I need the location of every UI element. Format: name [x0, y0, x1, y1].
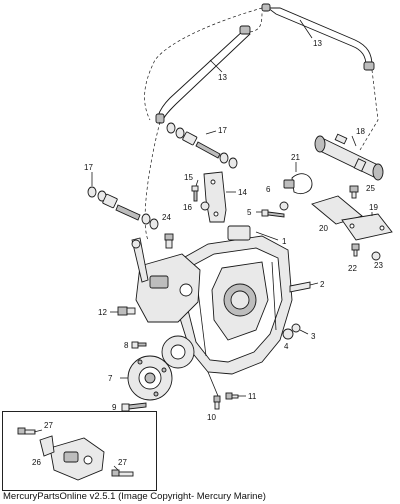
- plug-3: [291, 323, 301, 333]
- drain-plug-10: [213, 395, 221, 410]
- callout-26: 26: [32, 458, 41, 467]
- bolt-5: [261, 209, 285, 218]
- valve-body: [135, 253, 201, 323]
- callout-2: 2: [320, 280, 325, 289]
- screw-22: [351, 243, 360, 257]
- callout-10: 10: [207, 413, 216, 422]
- callout-8: 8: [124, 341, 129, 350]
- callout-13-lower: 13: [218, 73, 227, 82]
- pump-cover: [127, 355, 173, 401]
- callout-6: 6: [266, 185, 271, 194]
- callout-3: 3: [311, 332, 316, 341]
- copyright-footer: MercuryPartsOnline v2.5.1 (Image Copyrig…: [3, 491, 266, 502]
- washer-6: [279, 201, 289, 211]
- callout-12: 12: [98, 308, 107, 317]
- callout-4: 4: [284, 342, 289, 351]
- callout-9: 9: [112, 403, 117, 412]
- cooler-plate: [341, 213, 393, 241]
- pulley-flange: [161, 335, 195, 369]
- screw-25: [349, 185, 359, 199]
- callout-19: 19: [369, 203, 378, 212]
- callout-17-left: 17: [84, 163, 93, 172]
- callout-27-lower: 27: [118, 458, 127, 467]
- plug-4: [282, 328, 294, 340]
- bolt-washer-stack-left: [87, 186, 159, 230]
- hose-clamp: [283, 173, 313, 195]
- callout-7: 7: [108, 374, 113, 383]
- callout-23: 23: [374, 261, 383, 270]
- cooling-hose-lower: [155, 25, 251, 124]
- bolt-washer-stack-upper: [166, 122, 238, 169]
- inset-fitting-lower: [111, 469, 134, 477]
- oil-cooler: [314, 133, 384, 181]
- nut-23: [371, 251, 381, 261]
- inset-solenoid-valve: [39, 435, 105, 481]
- nut-16: [200, 201, 210, 211]
- cooler-bracket: [311, 195, 363, 225]
- callout-27-upper: 27: [44, 421, 53, 430]
- bolt-15: [191, 185, 199, 202]
- transmission-housing: [175, 225, 293, 375]
- pin-2: [289, 281, 311, 293]
- inset-fitting-upper: [17, 427, 36, 435]
- callout-15: 15: [184, 173, 193, 182]
- callout-17-upper: 17: [218, 126, 227, 135]
- callout-14: 14: [238, 188, 247, 197]
- cooling-hose-upper: [261, 3, 375, 71]
- callout-25: 25: [366, 184, 375, 193]
- callout-1: 1: [282, 237, 287, 246]
- callout-20: 20: [319, 224, 328, 233]
- callout-21: 21: [291, 153, 300, 162]
- mounting-bracket: [203, 171, 227, 223]
- callout-24: 24: [162, 213, 171, 222]
- callout-11: 11: [248, 392, 257, 401]
- callout-13-upper: 13: [313, 39, 322, 48]
- callout-16: 16: [183, 203, 192, 212]
- screw-11: [225, 392, 239, 400]
- bolt-8: [131, 341, 147, 349]
- shift-lever: [131, 237, 149, 283]
- fitting-24: [164, 233, 174, 249]
- inset-detail-frame: [2, 411, 157, 491]
- callout-18: 18: [356, 127, 365, 136]
- fitting-12: [117, 306, 136, 316]
- bolt-9: [121, 402, 147, 412]
- callout-22: 22: [348, 264, 357, 273]
- callout-5: 5: [247, 208, 252, 217]
